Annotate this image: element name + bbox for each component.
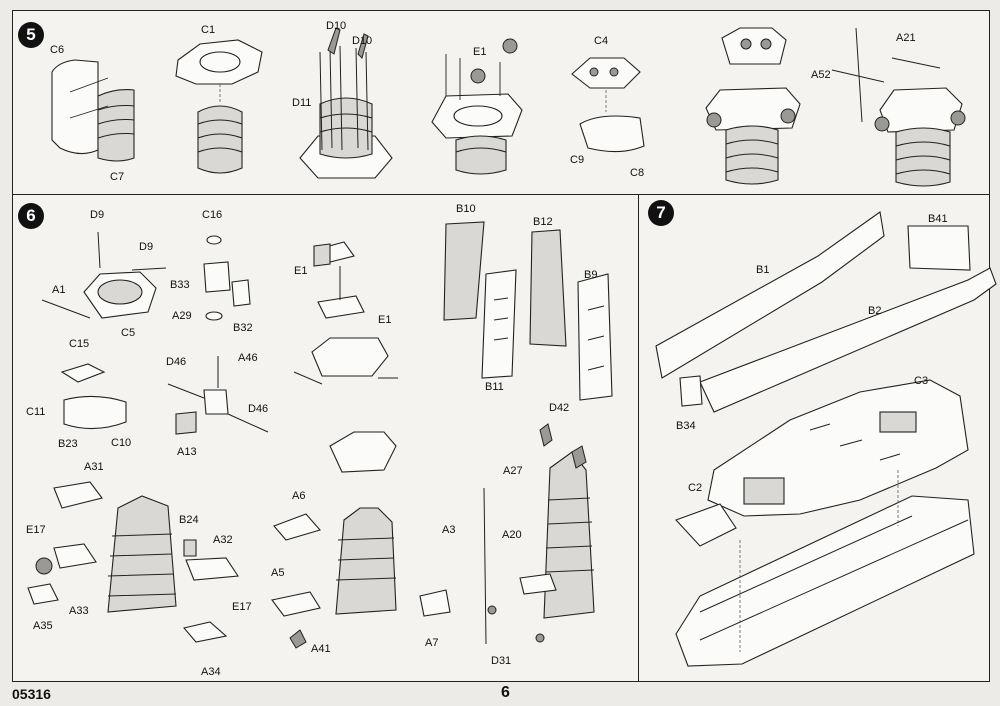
label-c7: C7 [110, 171, 125, 183]
part-e1-radar-assembly [293, 241, 398, 385]
part-c6-c7-bulkhead [51, 59, 135, 162]
label-a31: A31 [84, 461, 104, 473]
part-c3-deck [675, 379, 969, 547]
label-a7: A7 [425, 637, 439, 649]
part-c15-c11-c10 [60, 363, 127, 430]
label-a32: A32 [213, 534, 233, 546]
label-c11: C11 [26, 406, 46, 418]
part-b9-b10-b11-b12 [443, 221, 613, 401]
label-b11: B11 [485, 381, 504, 393]
part-c2-hull-bottom [675, 470, 975, 667]
part-d10-d11-masts [299, 27, 393, 179]
label-d46-a: D46 [166, 356, 187, 368]
label-c2: C2 [688, 482, 703, 494]
product-code: 05316 [12, 686, 51, 702]
part-c16-b33-b32 [203, 235, 251, 321]
label-d10-b: D10 [352, 35, 373, 47]
label-a5: A5 [271, 567, 285, 579]
label-c16: C16 [202, 209, 223, 221]
label-c6: C6 [50, 44, 65, 56]
part-a46-a13-d46 [167, 356, 269, 435]
label-a29: A29 [172, 310, 192, 322]
label-c8: C8 [630, 167, 645, 179]
label-d31: D31 [491, 655, 512, 667]
page-number: 6 [501, 684, 510, 701]
part-a1-c5-base [41, 231, 167, 319]
label-c10: C10 [111, 437, 132, 449]
label-c15: C15 [69, 338, 90, 350]
part-c1-tower [175, 39, 263, 174]
label-e17-a: E17 [26, 524, 46, 536]
label-a41: A41 [311, 643, 331, 655]
label-c5: C5 [121, 327, 136, 339]
label-a52: A52 [811, 69, 831, 81]
part-bridge-tower-left [27, 481, 239, 643]
label-b32: B32 [233, 322, 253, 334]
label-a13: A13 [177, 446, 197, 458]
label-a3: A3 [442, 524, 456, 536]
label-c4: C4 [594, 35, 609, 47]
label-a21: A21 [896, 32, 916, 44]
label-b41: B41 [928, 213, 948, 225]
label-b10: B10 [456, 203, 476, 215]
part-step5-assembly-b [831, 27, 966, 187]
part-bridge-tower-right [483, 423, 595, 645]
label-d42: D42 [549, 402, 570, 414]
label-d10-a: D10 [326, 20, 347, 32]
label-e17-b: E17 [232, 601, 252, 613]
label-a27: A27 [503, 465, 523, 477]
label-d46-b: D46 [248, 403, 269, 415]
part-step5-assembly-a [705, 27, 801, 185]
label-a33: A33 [69, 605, 89, 617]
label-e1-b: E1 [378, 314, 392, 326]
step-6-badge: 6 [18, 203, 44, 229]
label-e1-step5: E1 [473, 46, 487, 58]
label-c3: C3 [914, 375, 929, 387]
label-b12: B12 [533, 216, 553, 228]
part-e1-platform [431, 38, 523, 175]
part-c4-c8-c9 [571, 57, 645, 153]
step-7-badge: 7 [648, 200, 674, 226]
label-a20: A20 [502, 529, 522, 541]
label-d11: D11 [292, 97, 312, 109]
label-a34: A34 [201, 666, 221, 678]
label-d9-b: D9 [139, 241, 154, 253]
label-c1: C1 [201, 24, 216, 36]
label-a1: A1 [52, 284, 66, 296]
label-b33: B33 [170, 279, 190, 291]
label-c9: C9 [570, 154, 585, 166]
part-b1-b41-hull-side [655, 211, 997, 413]
label-b9: B9 [584, 269, 598, 281]
label-b1: B1 [756, 264, 770, 276]
label-b2: B2 [868, 305, 882, 317]
label-a46: A46 [238, 352, 258, 364]
label-b34: B34 [676, 420, 696, 432]
label-b24: B24 [179, 514, 199, 526]
label-a6: A6 [292, 490, 306, 502]
label-a35: A35 [33, 620, 53, 632]
label-e1-a: E1 [294, 265, 308, 277]
label-b23: B23 [58, 438, 78, 450]
label-d9-a: D9 [90, 209, 105, 221]
part-bridge-tower-center [271, 431, 451, 649]
step-5-badge: 5 [18, 22, 44, 48]
